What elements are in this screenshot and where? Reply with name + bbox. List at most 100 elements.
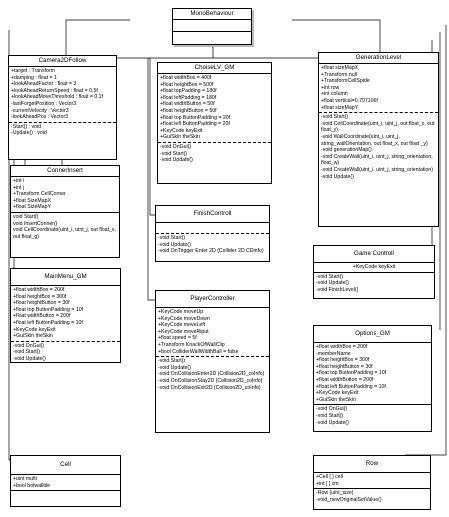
attribute: +float widthBox = 200f xyxy=(13,287,65,293)
attribute: +float top ButtonPadding = 10f xyxy=(316,370,387,377)
operations-section: -void OnGui() -void Start() -void Update… xyxy=(314,404,431,427)
attribute: +KeyCode moveRiput xyxy=(158,328,209,335)
attribute: +Transform KnackOfWallClip xyxy=(158,341,225,348)
attribute: +KeyCode keyExit xyxy=(316,390,359,397)
class-title: ChoiseLV_GM xyxy=(158,63,271,74)
operation: -void Start() xyxy=(158,358,186,365)
attribute: +float sizeMapY xyxy=(321,104,359,111)
operations-section xyxy=(173,31,251,42)
attribute: +float heightButton = 50f xyxy=(160,107,217,114)
operation: -void OnCollisionStay2D (Collision2D_coI… xyxy=(158,377,263,384)
class-title: MainMenu_GM xyxy=(11,269,120,286)
class-title: Camera2DFollow xyxy=(9,56,116,67)
class-choiselv-gm[interactable]: ChoiseLV_GM +float widthBox = 400f +floa… xyxy=(157,62,272,184)
attribute: +float heightBox = 500f xyxy=(160,81,214,88)
operations-section: -Start() : void -Update() : void xyxy=(9,121,116,138)
attributes-section: +KeyCode keyExit xyxy=(314,263,434,272)
attribute: -memberName xyxy=(316,350,351,357)
class-finishcontroll[interactable]: FinishControll -void Start() -void Updat… xyxy=(155,205,270,262)
attribute: +KeyCode keyExit xyxy=(160,127,203,134)
attributes-section: +int i +int j +Transform CellCorner +flo… xyxy=(11,177,119,212)
operation: -void_newOriginalSetValue() xyxy=(316,496,382,503)
class-title: Game Controll xyxy=(314,246,434,263)
attribute: +TransformCellSpide xyxy=(321,78,370,85)
operation: -void OnGui() xyxy=(316,406,348,413)
attribute: +lookAheadMoveThreshold : float = 0.1f xyxy=(11,94,103,101)
operation: -void Update() xyxy=(316,280,349,287)
class-mainmenu-gm[interactable]: MainMenu_GM +float widthBox = 200f +floa… xyxy=(10,268,121,363)
attribute: +KeyCode keyExit xyxy=(13,326,56,333)
operations-section: -void OnGui() -void Start() -void Update… xyxy=(11,340,120,362)
operation: -Update() : void xyxy=(11,130,47,137)
operation: void CellCoordinate(uint_i, uint_j, out … xyxy=(13,227,118,240)
attribute: +damping : float = 1 xyxy=(11,74,57,81)
attribute: +float leftPadding = 180f xyxy=(160,94,217,101)
class-title: GenerationLevel xyxy=(319,53,438,64)
class-camera2dfollow[interactable]: Camera2DFollow +target : Transform +damp… xyxy=(8,55,117,160)
operation: -Start() : void xyxy=(11,123,41,130)
attribute: +float left ButtonPadding = 10f xyxy=(13,319,83,326)
class-playercontroller[interactable]: PlayerController +KeyCode moveUp +KeyCod… xyxy=(155,290,270,433)
attributes-section xyxy=(173,20,251,31)
attribute: +KeyCode keyExit xyxy=(352,264,396,270)
attribute: +bool ColliderWallWidthBall = false xyxy=(158,348,239,355)
operation: -void CellCoordinate(uint_i, uint_j, out… xyxy=(321,120,436,134)
attribute: +float top ButtonPadding = 20f xyxy=(160,114,231,121)
attribute: +lookAheadFactor : float = 3 xyxy=(11,81,77,88)
operation: -void Start() xyxy=(158,235,186,241)
attribute: +float heightBox = 300f xyxy=(316,357,370,364)
operations-section: -void OnGui() -void Start() -void Update… xyxy=(158,141,271,165)
attribute: +KeyCode moveDown xyxy=(158,315,210,322)
attribute: +float widthButton = 200f xyxy=(316,376,374,383)
attribute: +float SizeMapX xyxy=(13,197,51,204)
attributes-section: +uint multi +bool botwalltile xyxy=(11,475,120,490)
class-gamecontroll[interactable]: Game Controll +KeyCode keyExit -void Sta… xyxy=(313,245,435,299)
operation: -void generationMap() xyxy=(321,147,372,154)
attribute: +float heightButton = 30f xyxy=(13,300,70,307)
operation: -void Update() xyxy=(160,157,193,164)
attribute: +GuiSkin theSkin xyxy=(160,134,200,141)
class-title: MonoBehaviour xyxy=(173,9,251,20)
attributes-section xyxy=(156,223,269,233)
operation: -void Update() xyxy=(158,241,191,248)
attribute: -lastForgetPosition : Vector3 xyxy=(11,100,77,107)
attribute: +KeyCode moveUp xyxy=(158,309,204,315)
operation: -void CreateWall(uint_i, uint_j, string_… xyxy=(321,153,435,167)
attributes-section: +target : Transform +damping : float = 1… xyxy=(9,67,116,122)
attribute: +int [ ] cm xyxy=(316,480,339,487)
attribute: +GuiSkin theSkin xyxy=(13,333,53,340)
class-generationlevel[interactable]: GenerationLevel +float sizeMapX +Transfo… xyxy=(318,52,439,227)
class-monobehaviour[interactable]: MonoBehaviour xyxy=(172,8,252,45)
attribute: +uint multi xyxy=(13,476,37,482)
class-title: Row xyxy=(314,456,430,473)
attribute: +KeyCode moveLeft xyxy=(158,322,206,329)
class-cell[interactable]: Cell +uint multi +bool botwalltile xyxy=(10,455,121,507)
operation: -void OnGui() xyxy=(13,342,45,349)
attribute: +int j xyxy=(13,184,25,191)
class-title: Cell xyxy=(11,456,120,475)
operation: -void OnCollisionExit2D (Collision2D_coI… xyxy=(158,384,261,391)
operation: -void Update() xyxy=(158,364,191,371)
class-options-gm[interactable]: Options_GM +float widthBox = 200f -membe… xyxy=(313,325,432,432)
operation: -void Update() xyxy=(13,355,46,362)
attribute: +int i xyxy=(13,178,25,184)
class-title: FinishControll xyxy=(156,206,269,223)
attribute: +float SizeMapY xyxy=(13,204,51,211)
operation: -void Start() xyxy=(321,114,349,121)
class-row[interactable]: Row +Cell [ ] cell +int [ ] cm -Row (uin… xyxy=(313,455,431,510)
operations-section: void Start() void InsertConner() void Ce… xyxy=(11,211,119,241)
attributes-section: +float widthBox = 200f -memberName +floa… xyxy=(314,343,431,404)
operations-section: -void Start() -void Update() -void OnTri… xyxy=(156,233,269,256)
operation: -void Start() xyxy=(160,150,188,157)
operations-section: -void Start() -void CellCoordinate(uint_… xyxy=(319,112,438,181)
class-connerinsert[interactable]: ConnerInsert +int i +int j +Transform Ce… xyxy=(10,165,120,258)
attribute: +GuiSkin theSkin xyxy=(316,396,356,403)
link-generation xyxy=(292,19,381,52)
attribute: +float sizeMapX xyxy=(321,65,359,71)
attribute: +Cell [ ] cell xyxy=(316,474,343,480)
attribute: +float widthButton = 50f xyxy=(160,101,215,108)
operation: -void OnCollisionEnter2D (Collision2D_co… xyxy=(158,371,265,378)
operation: -void FinishLevel() xyxy=(316,286,359,293)
attribute: +target : Transform xyxy=(11,68,55,74)
operation: -void Update() xyxy=(316,419,349,426)
